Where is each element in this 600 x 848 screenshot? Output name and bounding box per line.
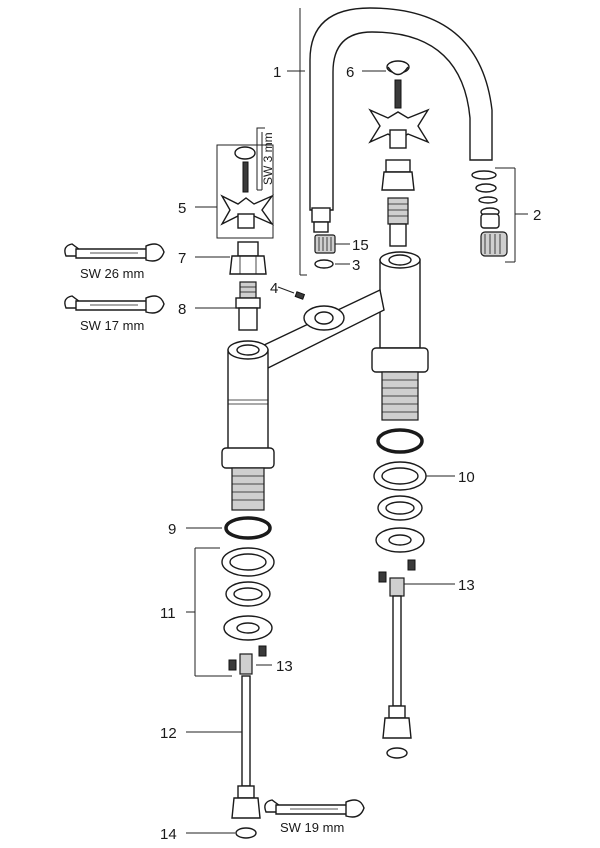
washers-part-11 [221,547,275,641]
part-label-3: 3 [352,257,360,274]
tap-body [221,251,429,511]
part-label-11: 11 [160,605,176,622]
part-label-5: 5 [178,200,186,217]
screws-part-13-left [228,645,267,671]
wrench-label-sw17: SW 17 mm [80,318,144,333]
washer-part-9 [224,516,272,540]
part-label-13-right: 13 [458,577,475,594]
part-label-14: 14 [160,826,177,843]
hex-key-label: SW 3 mm [261,132,275,185]
part-label-9: 9 [168,521,176,538]
aerator-part-2 [471,170,508,257]
washer-part-14 [235,827,257,839]
hose-part-12 [231,653,261,819]
right-handle-part-6 [368,60,430,247]
screw-part-4 [294,291,306,300]
hex-key-icon [256,127,265,191]
part-label-13-left: 13 [276,658,293,675]
wrench-label-sw19: SW 19 mm [280,820,344,835]
part-label-12: 12 [160,725,177,742]
part-label-4: 4 [270,280,278,297]
part-label-1: 1 [273,64,281,81]
wrench-icon [64,243,165,262]
wrench-icon [264,799,365,818]
oring-part-3 [314,259,334,269]
wrench-icon [64,295,165,314]
hose-right [382,577,412,759]
cartridge-part-8 [235,281,261,331]
part-label-15: 15 [352,237,369,254]
spout-part-1 [309,7,493,233]
part-label-7: 7 [178,250,186,267]
screws-part-13-right [378,559,416,583]
nut-part-7 [229,241,267,275]
filter-part-15 [314,234,336,254]
washers-part-10 [373,428,427,553]
wrench-label-sw26: SW 26 mm [80,266,144,281]
part-label-6: 6 [346,64,354,81]
left-handle-part-5 [220,146,275,229]
part-label-2: 2 [533,207,541,224]
part-label-10: 10 [458,469,475,486]
part-label-8: 8 [178,301,186,318]
